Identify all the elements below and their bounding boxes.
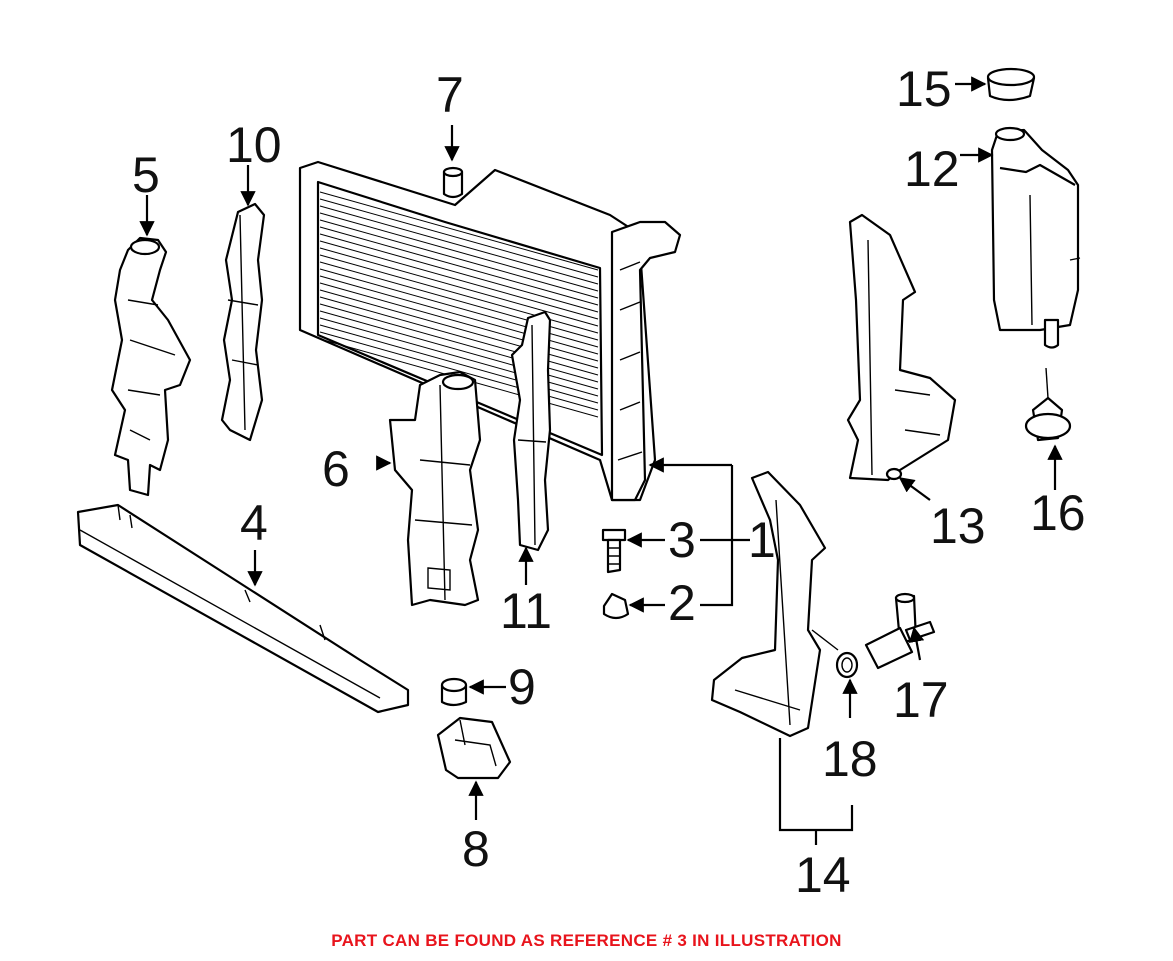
- callout-9: 9: [508, 659, 536, 715]
- upper-left-bracket-part: [220, 202, 266, 442]
- callout-11: 11: [500, 583, 552, 639]
- callout-8: 8: [462, 821, 490, 877]
- callout-1: 1: [748, 512, 776, 568]
- callout-14: 14: [795, 847, 851, 903]
- callout-5: 5: [132, 147, 160, 203]
- expansion-tank-part: [990, 126, 1081, 349]
- radiator-part: [298, 160, 682, 502]
- callout-16: 16: [1030, 485, 1086, 541]
- callout-17: 17: [893, 672, 949, 728]
- right-vertical-bracket-part: [510, 310, 552, 552]
- bushing-part: [440, 677, 468, 707]
- callout-6: 6: [322, 441, 350, 497]
- callout-13: 13: [930, 498, 986, 554]
- callout-4: 4: [240, 495, 268, 551]
- lower-mount-part: [436, 716, 512, 780]
- fan-shroud-part: [710, 470, 839, 738]
- callout-7: 7: [436, 67, 464, 123]
- rubber-mount-part: [602, 592, 630, 620]
- temperature-sensor-part: [864, 592, 936, 670]
- o-ring-part: [835, 651, 859, 679]
- level-sensor-part: [1024, 367, 1072, 442]
- shroud-bracket-part: [846, 213, 957, 482]
- left-air-duct-part: [110, 236, 192, 497]
- callout-12: 12: [904, 141, 960, 197]
- callout-15: 15: [896, 61, 952, 117]
- leader-lines: [139, 76, 1063, 845]
- lower-air-guide-part: [76, 503, 410, 714]
- tank-cap-part: [986, 67, 1036, 102]
- callout-18: 18: [822, 731, 878, 787]
- bolt-part: [601, 528, 627, 574]
- plug-cap-part: [442, 166, 464, 199]
- callout-3: 3: [668, 512, 696, 568]
- reference-note: PART CAN BE FOUND AS REFERENCE # 3 IN IL…: [331, 931, 842, 950]
- center-air-duct-part: [388, 370, 482, 607]
- callout-2: 2: [668, 575, 696, 631]
- callout-10: 10: [226, 117, 282, 173]
